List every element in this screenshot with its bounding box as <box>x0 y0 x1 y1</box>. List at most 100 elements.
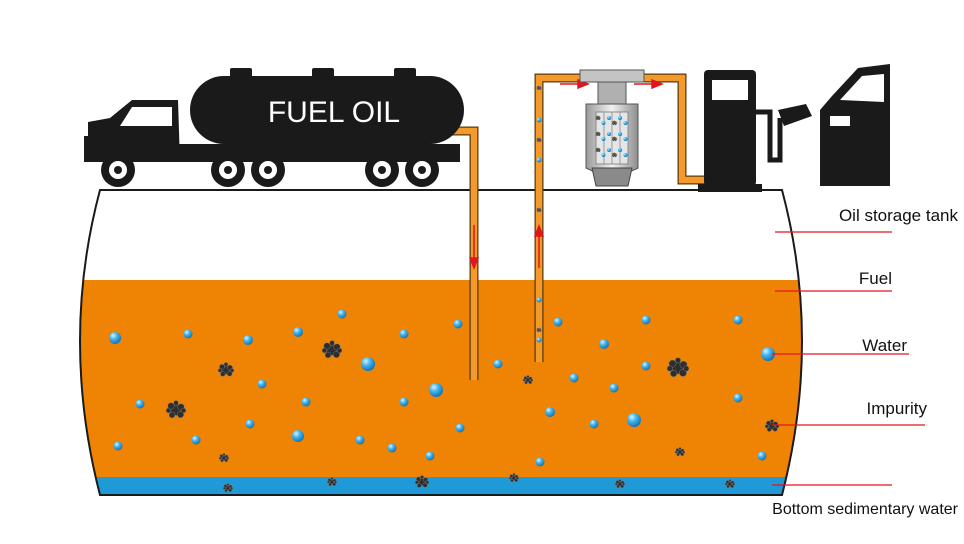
water-droplet <box>589 419 599 429</box>
water-droplet <box>601 153 606 157</box>
callout-labels: Oil storage tank Fuel Water Impurity Bot… <box>772 206 959 518</box>
water-droplet <box>361 357 375 371</box>
impurity-particle <box>536 327 542 333</box>
label-oil-storage-tank: Oil storage tank <box>775 206 959 233</box>
water-droplet <box>535 457 545 467</box>
water-droplet <box>553 317 563 327</box>
label-fuel-text: Fuel <box>859 269 892 288</box>
water-droplet <box>135 399 145 409</box>
water-droplet <box>387 443 397 453</box>
impurity-particle <box>674 447 686 457</box>
water-droplet <box>337 309 347 319</box>
impurity-particle <box>611 136 618 142</box>
impurity-particle <box>595 147 601 153</box>
water-droplet <box>623 137 628 141</box>
water-droplet <box>455 423 465 433</box>
car-icon <box>820 64 890 186</box>
fuel-layer <box>80 280 802 495</box>
water-droplet <box>301 397 311 407</box>
water-droplet <box>183 329 193 339</box>
water-droplet <box>293 327 303 337</box>
impurity-particle <box>222 483 234 493</box>
water-droplet <box>429 383 443 397</box>
water-droplet <box>399 397 409 407</box>
label-oil-storage-tank-text: Oil storage tank <box>839 206 959 225</box>
water-droplet <box>245 419 255 429</box>
water-droplet <box>399 329 409 339</box>
water-droplet <box>425 451 435 461</box>
label-water: Water <box>772 336 909 355</box>
water-droplet <box>109 332 121 344</box>
label-fuel: Fuel <box>775 269 892 292</box>
water-droplet <box>257 379 267 389</box>
impurity-particle <box>217 362 235 377</box>
water-droplet <box>191 435 201 445</box>
impurity-particle <box>218 453 230 463</box>
impurity-particle <box>414 475 430 488</box>
water-droplet <box>607 116 611 120</box>
water-droplet <box>536 117 542 123</box>
impurity-particle <box>326 477 338 487</box>
fuel-pump-icon <box>698 70 812 192</box>
impurity-particle <box>595 131 601 137</box>
water-droplet <box>536 337 542 343</box>
filter-particles <box>595 115 628 158</box>
impurity-particle <box>536 85 542 91</box>
impurity-particle <box>666 357 690 378</box>
water-droplet <box>641 361 651 371</box>
impurity-particle <box>595 115 601 121</box>
water-droplet <box>757 451 767 461</box>
truck-wheels <box>101 153 439 187</box>
water-droplet <box>292 430 304 442</box>
water-droplet <box>601 137 606 141</box>
tank-outline <box>79 189 803 496</box>
water-droplet <box>623 153 628 157</box>
impurity-particle <box>165 400 187 419</box>
water-droplet <box>601 121 606 125</box>
water-droplet <box>607 148 611 152</box>
label-water-text: Water <box>862 336 907 355</box>
impurity-particle <box>536 207 542 213</box>
impurity-particle <box>508 473 520 483</box>
water-droplet <box>599 339 609 349</box>
impurity-particle <box>536 137 542 143</box>
water-droplet <box>618 148 622 152</box>
water-droplet <box>355 435 365 445</box>
water-droplet <box>536 297 542 303</box>
water-droplet <box>618 116 622 120</box>
water-droplet <box>733 315 743 325</box>
water-droplet <box>493 359 503 369</box>
flow-arrow-right-out <box>634 78 665 90</box>
water-droplet <box>733 393 743 403</box>
truck-tank-label: FUEL OIL <box>268 96 400 129</box>
water-droplet <box>243 335 253 345</box>
label-bottom-sedimentary-water: Bottom sedimentary water <box>772 484 959 518</box>
water-droplet <box>618 132 622 136</box>
pipe-particles <box>536 85 542 343</box>
water-droplet <box>113 441 123 451</box>
filter-element <box>595 111 629 165</box>
label-impurity-text: Impurity <box>867 399 928 418</box>
impurity-particle <box>611 152 618 158</box>
water-droplet <box>536 157 542 163</box>
impurity-particle <box>611 120 618 126</box>
fuel-truck-icon: FUEL OIL <box>84 68 464 187</box>
impurity-particle <box>321 340 343 359</box>
truck-tank <box>190 76 464 144</box>
water-droplet <box>761 347 775 361</box>
impurity-particle <box>614 479 626 489</box>
flow-arrow-down <box>468 225 480 271</box>
water-droplet <box>569 373 579 383</box>
water-droplet <box>627 413 641 427</box>
water-droplet <box>545 407 555 417</box>
pump-nozzle <box>778 104 812 126</box>
storage-tank <box>79 189 803 496</box>
water-droplet <box>623 121 628 125</box>
water-droplet <box>607 132 611 136</box>
label-impurity: Impurity <box>772 399 928 426</box>
particles <box>109 309 780 493</box>
impurity-particle <box>522 375 534 385</box>
outlet-pipe <box>625 74 706 184</box>
